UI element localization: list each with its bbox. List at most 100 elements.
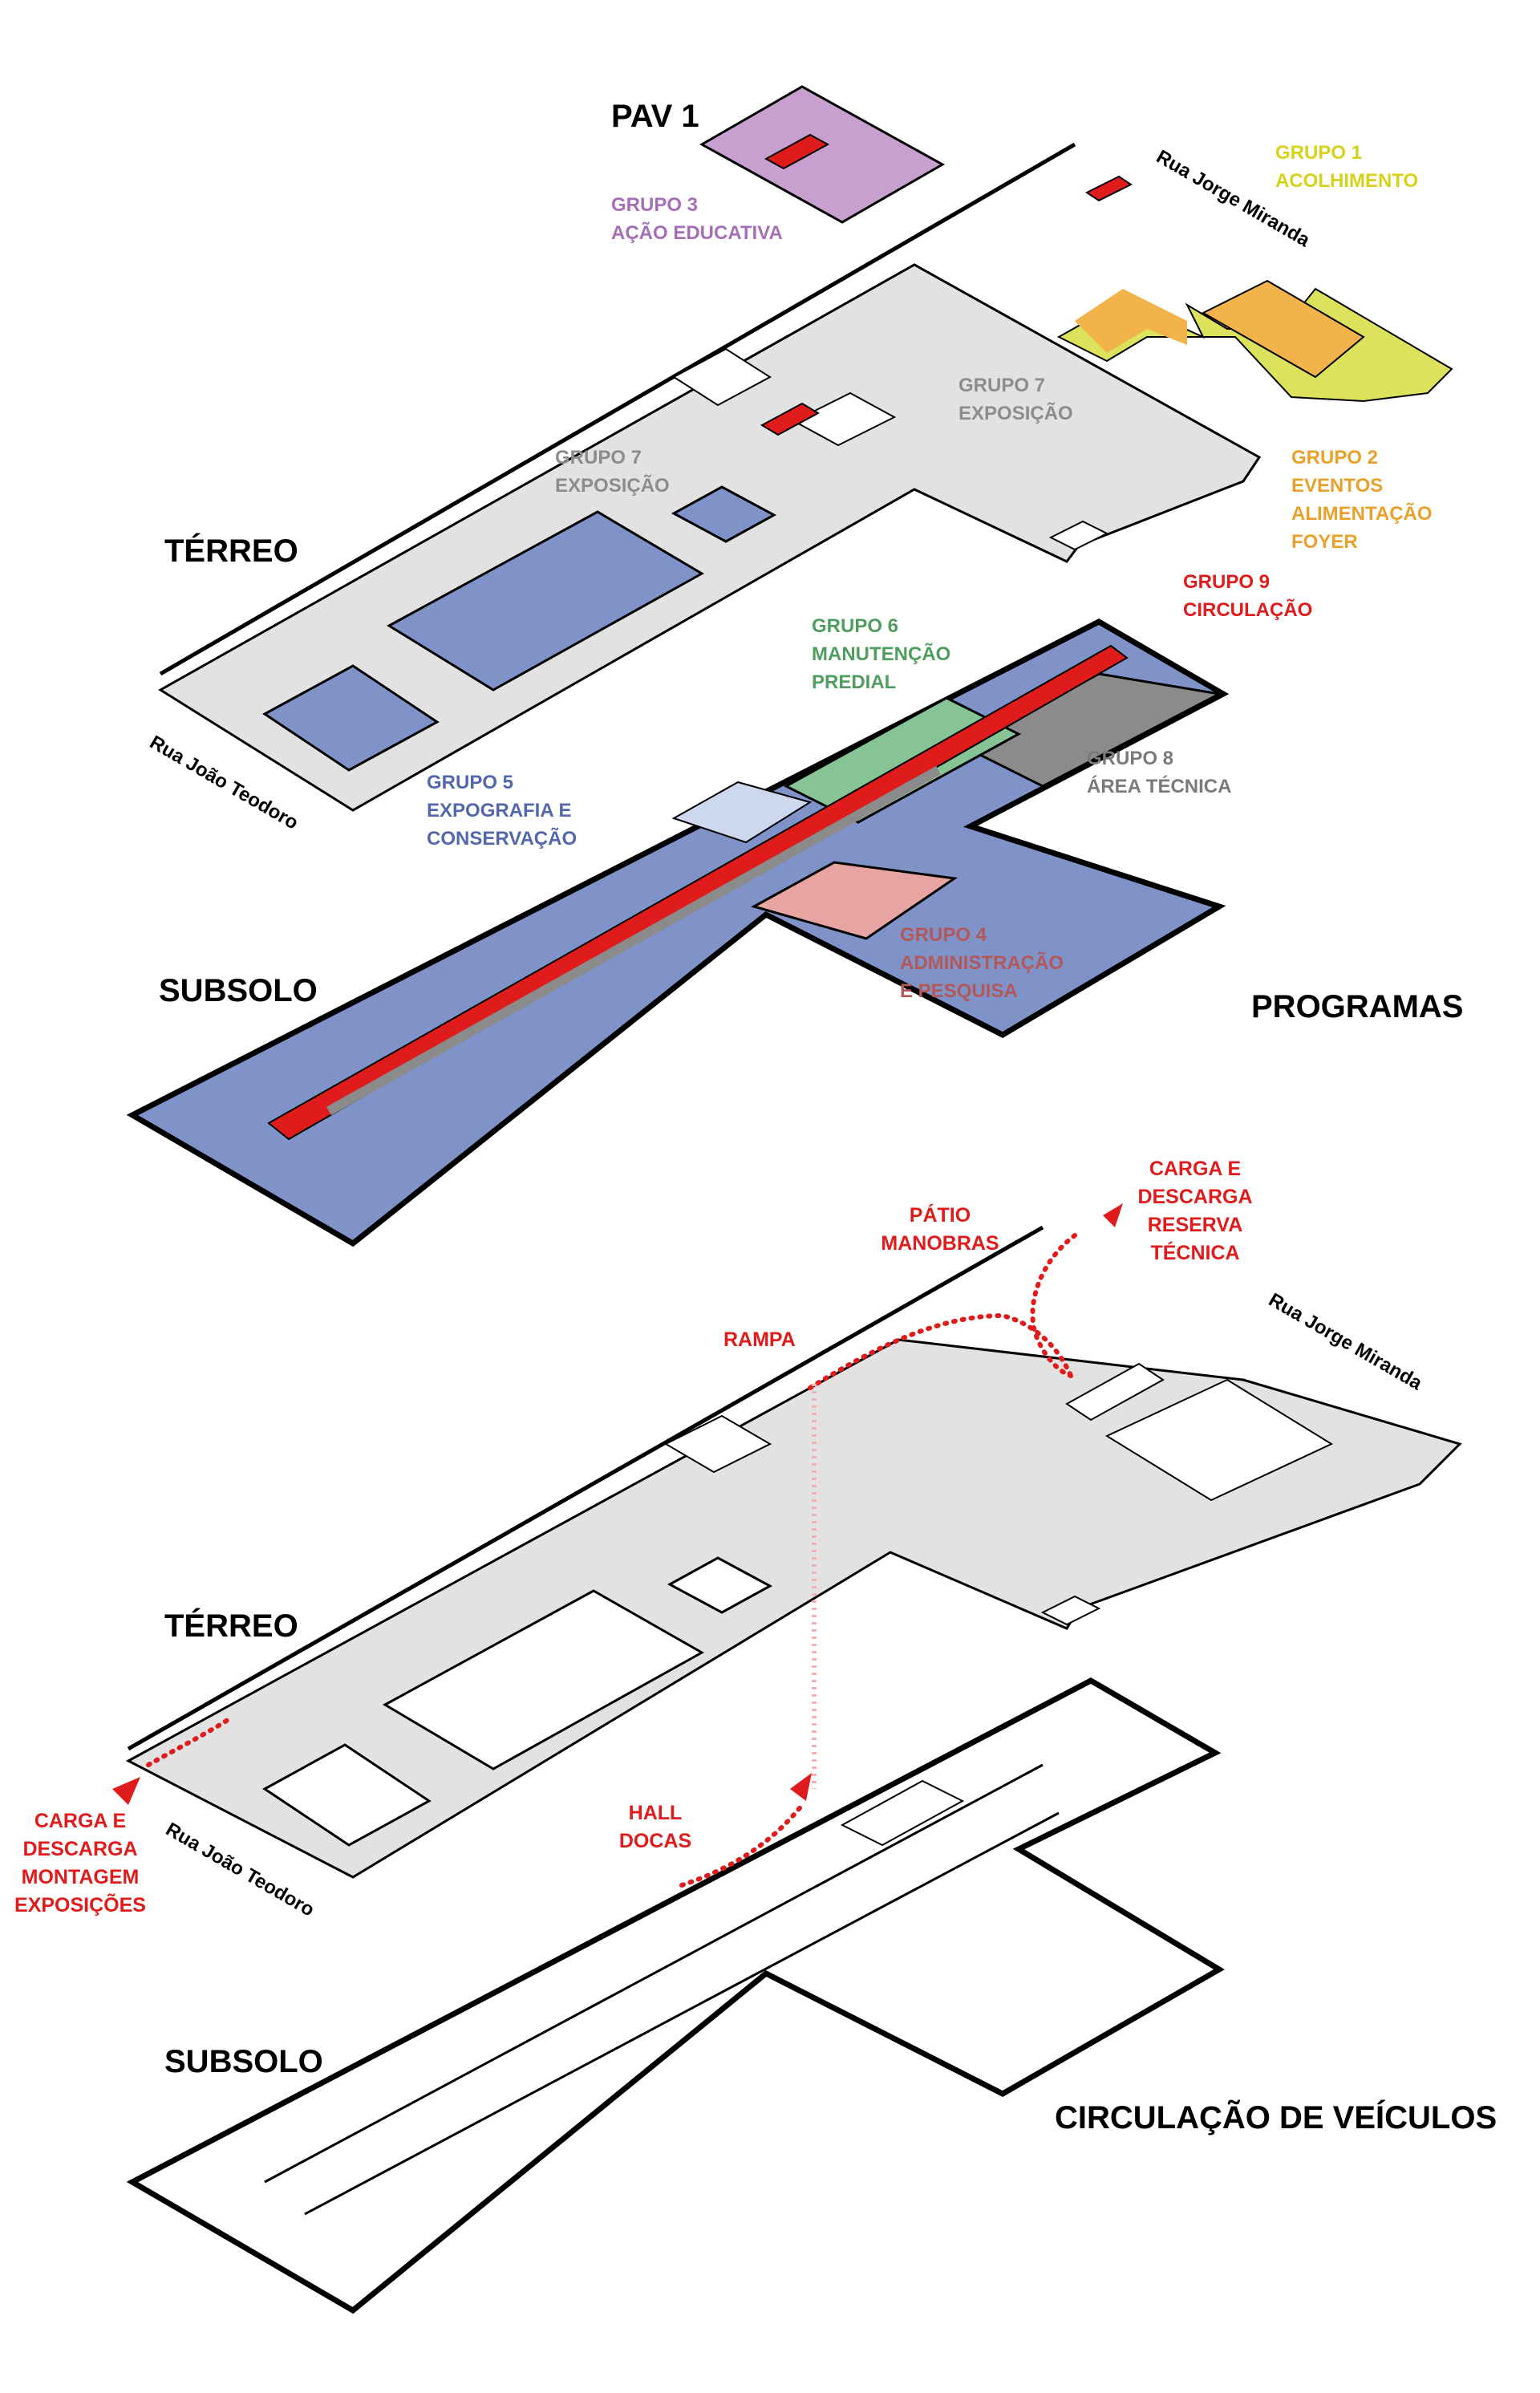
veh-label-hall-line2: DOCAS [619,1830,691,1852]
group-label-g9-line2: CIRCULAÇÃO [1183,598,1312,621]
terreo-foyer [1201,279,1365,379]
veh-terreo-level-label: TÉRREO [164,1608,298,1644]
veh-terreo-floor [125,1225,1462,1879]
group-label-g4: GRUPO 4 ADMINISTRAÇÃO E PESQUISA [900,924,1064,1002]
terreo-entrance-white [672,347,772,407]
group-label-g6: GRUPO 6 MANUTENÇÃO PREDIAL [812,615,950,693]
group-label-g4-line2: ADMINISTRAÇÃO [900,951,1064,974]
terreo-level-label: TÉRREO [164,533,298,569]
group-label-g5-line2: EXPOGRAFIA E [427,800,571,821]
veh-label-carga-reserva: CARGA E DESCARGA RESERVA TÉCNICA [1137,1158,1252,1264]
veh-terreo-entrance [663,1414,772,1474]
programas-title: PROGRAMAS [1251,989,1463,1024]
veh-label-patio: PÁTIO MANOBRAS [881,1203,999,1255]
pav1-floor [699,85,946,224]
terreo-court-white [792,391,897,447]
group-label-g7a: GRUPO 7 EXPOSIÇÃO [555,447,670,497]
pav1-slab [699,85,946,224]
group-label-g7b: GRUPO 7 EXPOSIÇÃO [958,375,1073,424]
subsolo-core-line [326,765,941,1116]
terreo-floor [158,142,1453,812]
group-label-g3-line1: GRUPO 3 [611,194,698,216]
veh-terreo-room-3 [667,1556,773,1614]
group-label-g2-line1: GRUPO 2 [1291,447,1378,468]
arrow-montagem-icon [112,1777,140,1805]
veh-terreo-room-2 [382,1589,705,1770]
terreo-facade-wall [159,142,1076,676]
group-label-g6-line1: GRUPO 6 [812,615,898,637]
group-label-g7b-line2: EXPOSIÇÃO [958,402,1073,424]
arrow-reserva-icon [1103,1203,1123,1227]
group-label-g4-line3: E PESQUISA [900,980,1018,1002]
terreo-expo-room-3 [671,485,777,543]
veh-label-hall-line1: HALL [629,1802,683,1824]
group-label-g4-line1: GRUPO 4 [900,924,987,946]
subsolo-circulacao-spine [267,644,1129,1141]
subsolo-level-label: SUBSOLO [159,973,318,1008]
path-montagem [146,1714,235,1767]
terreo-eventos [1075,289,1187,353]
subsolo-light-blue [671,781,813,844]
pav1-level-label: PAV 1 [611,99,699,134]
veh-label-carga-montagem-line4: EXPOSIÇÕES [14,1892,146,1916]
vehicle-paths [146,1233,1077,1888]
group-label-g2: GRUPO 2 EVENTOS ALIMENTAÇÃO FOYER [1291,447,1433,553]
group-label-g3-line2: AÇÃO EDUCATIVA [611,221,783,244]
veh-subsolo-corridor-2 [304,1811,1060,2216]
veh-label-carga-reserva-line1: CARGA E [1149,1158,1241,1180]
terreo-stair-red [1085,175,1133,202]
group-label-g7a-line2: EXPOSIÇÃO [555,474,670,497]
group-label-g8: GRUPO 8 ÁREA TÉCNICA [1087,748,1231,797]
veh-label-carga-reserva-line3: RESERVA [1148,1214,1243,1236]
veh-label-carga-montagem-line1: CARGA E [34,1810,126,1832]
group-label-g1: GRUPO 1 ACOLHIMENTO [1275,142,1418,192]
terreo-lift-red [760,402,821,436]
veh-subsolo-corridor-1 [264,1763,1044,2184]
veh-terreo-annex [1040,1595,1101,1626]
group-label-g6-line3: PREDIAL [812,671,896,693]
veh-label-carga-montagem-line3: MONTAGEM [22,1866,140,1888]
veh-label-patio-line2: MANOBRAS [881,1232,999,1255]
group-label-g5-line3: CONSERVAÇÃO [427,827,577,850]
group-label-g1-line2: ACOLHIMENTO [1275,170,1418,192]
arrow-hall-icon [790,1773,812,1801]
group-label-g7a-line1: GRUPO 7 [555,447,642,468]
pav1-stair [764,133,830,170]
terreo-expo-room-1 [262,664,440,772]
group-label-g6-line2: MANUTENÇÃO [812,643,950,665]
veh-subsolo-level-label: SUBSOLO [164,2044,323,2079]
path-carga-reserva [1030,1233,1077,1378]
group-label-g1-line1: GRUPO 1 [1275,142,1362,164]
veh-label-carga-montagem-line2: DESCARGA [22,1838,137,1860]
group-label-g8-line2: ÁREA TÉCNICA [1087,775,1231,797]
group-label-g5-line1: GRUPO 5 [427,772,513,793]
group-label-g2-line4: FOYER [1291,531,1358,553]
terreo-annex [1048,520,1109,551]
path-rampa [808,1312,1073,1390]
group-label-g9-line1: GRUPO 9 [1183,571,1270,593]
veh-label-carga-reserva-line2: DESCARGA [1137,1186,1252,1208]
veh-street-jorge-miranda: Rua Jorge Miranda [1265,1289,1426,1395]
group-label-g2-line2: EVENTOS [1291,475,1383,497]
veh-label-rampa: RAMPA [723,1328,796,1351]
path-hall-docas [679,1803,804,1888]
subsolo-admin [751,861,958,940]
group-label-g3: GRUPO 3 AÇÃO EDUCATIVA [611,194,783,244]
circulacao-title: CIRCULAÇÃO DE VEÍCULOS [1055,2099,1497,2135]
group-label-g5: GRUPO 5 EXPOGRAFIA E CONSERVAÇÃO [427,772,577,850]
terreo-expo-room-2 [387,510,705,692]
group-label-g8-line1: GRUPO 8 [1087,748,1173,769]
veh-terreo-facade-wall [127,1225,1044,1751]
veh-label-rampa-line1: RAMPA [723,1328,796,1351]
veh-subsolo-outline [126,1677,1225,2314]
group-label-g9: GRUPO 9 CIRCULAÇÃO [1183,571,1312,621]
veh-subsolo-floor [126,1677,1225,2314]
veh-terreo-dock [1065,1362,1165,1422]
veh-label-carga-montagem: CARGA E DESCARGA MONTAGEM EXPOSIÇÕES [14,1810,146,1916]
veh-subsolo-dock [840,1779,965,1847]
subsolo-outline [126,619,1230,1247]
group-label-g2-line3: ALIMENTAÇÃO [1291,502,1433,525]
veh-label-patio-line1: PÁTIO [910,1203,971,1227]
